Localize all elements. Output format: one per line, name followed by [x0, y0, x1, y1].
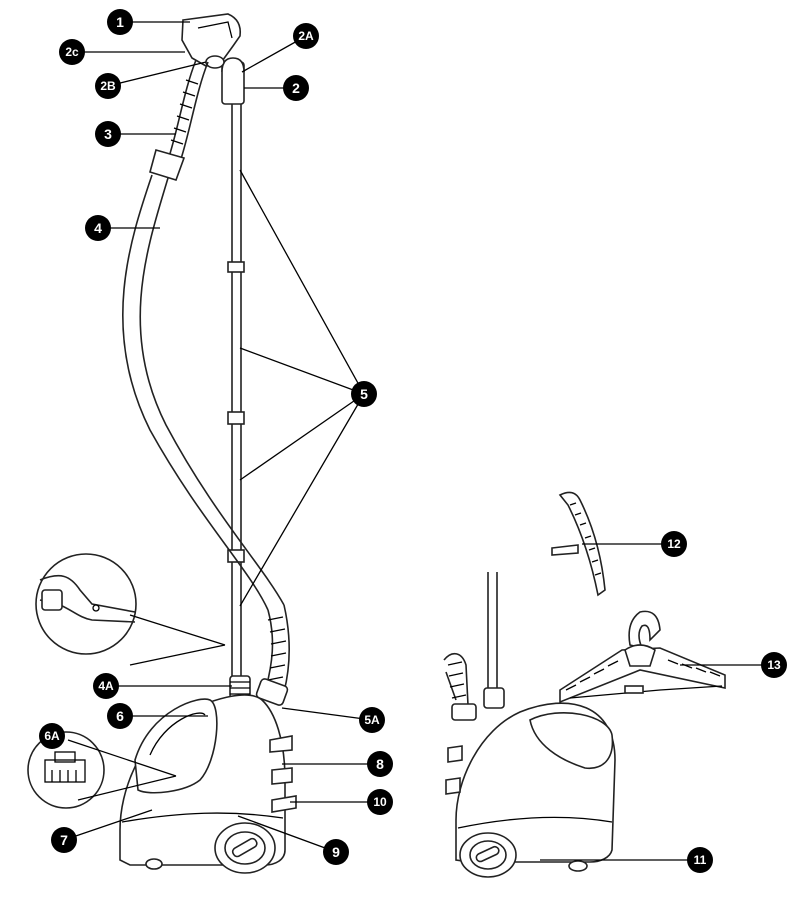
- callout-7: 7: [51, 827, 77, 853]
- callout-13: 13: [761, 652, 787, 678]
- callout-label: 5: [360, 386, 368, 402]
- callout-2b: 2B: [95, 73, 121, 99]
- callout-9: 9: [323, 839, 349, 865]
- callout-8: 8: [367, 751, 393, 777]
- callout-label: 4: [94, 220, 102, 236]
- callout-label: 12: [667, 537, 681, 551]
- callout-label: 11: [694, 853, 707, 867]
- callout-6a: 6A: [39, 723, 65, 749]
- callout-label: 10: [373, 795, 387, 809]
- magnifier-inset: [36, 554, 225, 665]
- water-tank-base: [120, 695, 296, 873]
- callout-5a: 5A: [359, 707, 385, 733]
- callout-label: 7: [60, 832, 68, 848]
- callout-12: 12: [661, 531, 687, 557]
- callout-label: 8: [376, 756, 384, 772]
- callout-4: 4: [85, 215, 111, 241]
- callout-5: 5: [351, 381, 377, 407]
- callout-label: 5A: [364, 713, 380, 727]
- pole-head: [222, 58, 244, 104]
- callout-label: 4A: [98, 679, 114, 693]
- main-steamer: [28, 14, 296, 873]
- callout-label: 2: [292, 80, 300, 96]
- garment-hanger: [560, 611, 725, 702]
- callout-1: 1: [107, 9, 133, 35]
- callout-label: 9: [332, 844, 340, 860]
- hose: [123, 60, 290, 706]
- callout-label: 3: [104, 126, 112, 142]
- callout-label: 2B: [100, 79, 116, 93]
- callout-6: 6: [107, 703, 133, 729]
- callout-label: 2c: [65, 45, 79, 59]
- callout-10: 10: [367, 789, 393, 815]
- telescopic-pole: [228, 95, 250, 698]
- callout-2c: 2c: [59, 39, 85, 65]
- callout-label: 6: [116, 708, 124, 724]
- callout-11: 11: [687, 847, 713, 873]
- callout-label: 13: [767, 658, 781, 672]
- callout-label: 1: [116, 14, 124, 30]
- callout-3: 3: [95, 121, 121, 147]
- rear-view-steamer: [444, 572, 615, 877]
- callout-2a: 2A: [293, 23, 319, 49]
- callout-2: 2: [283, 75, 309, 101]
- callout-label: 6A: [44, 729, 60, 743]
- callout-4a: 4A: [93, 673, 119, 699]
- callout-label: 2A: [298, 29, 314, 43]
